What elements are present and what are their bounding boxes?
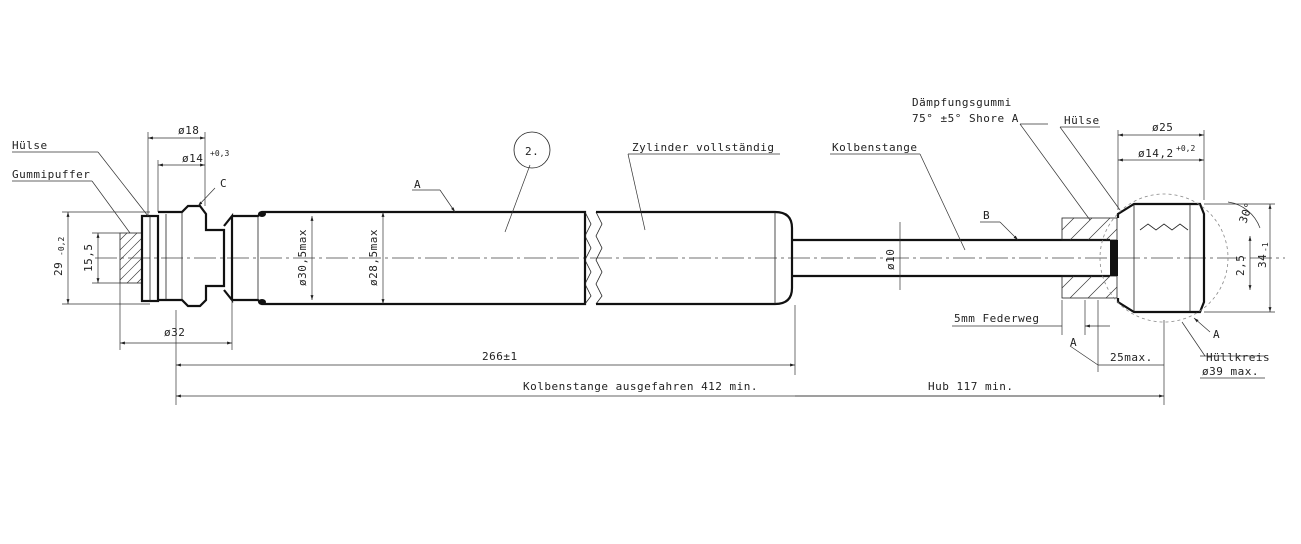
label-d14-2-tol: +0,2: [1176, 144, 1195, 153]
left-mount: [119, 204, 234, 308]
right-mount: [952, 123, 1275, 379]
label-d29-tol: -0,2: [57, 237, 66, 256]
label-d30-5: ø30,5max: [296, 229, 309, 286]
label-d14-tol: +0,3: [210, 149, 229, 158]
balloon-2: [513, 131, 551, 169]
label-d14: ø14: [182, 152, 203, 165]
label-dim-34: 34: [1256, 254, 1269, 268]
label-huelse-left: Hülse: [12, 139, 48, 152]
left-dimensions: [12, 132, 233, 350]
label-d29: 29: [52, 262, 65, 276]
label-huelse-right: Hülse: [1064, 114, 1100, 127]
label-d14-2: ø14,2: [1138, 147, 1174, 160]
piston-rod: [792, 153, 1110, 290]
label-a-top: A: [414, 178, 421, 191]
cylinder-body: [232, 131, 794, 306]
label-d39: ø39 max.: [1202, 365, 1259, 378]
envelope-circle: [1099, 193, 1229, 323]
label-d25: ø25: [1152, 121, 1173, 134]
label-hub: Hub 117 min.: [928, 380, 1013, 393]
label-b: B: [983, 209, 990, 222]
label-kolbenstange: Kolbenstange: [832, 141, 917, 154]
label-d15-5: 15,5: [82, 244, 95, 273]
label-a-right: A: [1213, 328, 1220, 341]
label-d10: ø10: [884, 249, 897, 270]
label-a-bottom: A: [1070, 336, 1077, 349]
balloon-2-label: 2.: [525, 145, 539, 158]
label-len-266: 266±1: [482, 350, 518, 363]
label-25max: 25max.: [1110, 351, 1153, 364]
label-len-412: Kolbenstange ausgefahren 412 min.: [523, 380, 758, 393]
label-d28-5: ø28,5max: [367, 229, 380, 286]
label-dim-34-tol: -1: [1261, 242, 1270, 252]
label-federweg: 5mm Federweg: [954, 312, 1039, 325]
overall-dimensions: [175, 305, 1165, 405]
label-c: C: [220, 177, 227, 190]
label-dim-2-5: 2,5: [1234, 255, 1247, 276]
label-gummipuffer: Gummipuffer: [12, 168, 90, 181]
label-daempfung-2: 75° ±5° Shore A: [912, 112, 1019, 125]
label-huellkreis: Hüllkreis: [1206, 351, 1270, 364]
label-daempfung-1: Dämpfungsgummi: [912, 96, 1012, 109]
label-d18: ø18: [178, 124, 199, 137]
label-d32: ø32: [164, 326, 185, 339]
label-zylinder: Zylinder vollständig: [632, 141, 774, 154]
